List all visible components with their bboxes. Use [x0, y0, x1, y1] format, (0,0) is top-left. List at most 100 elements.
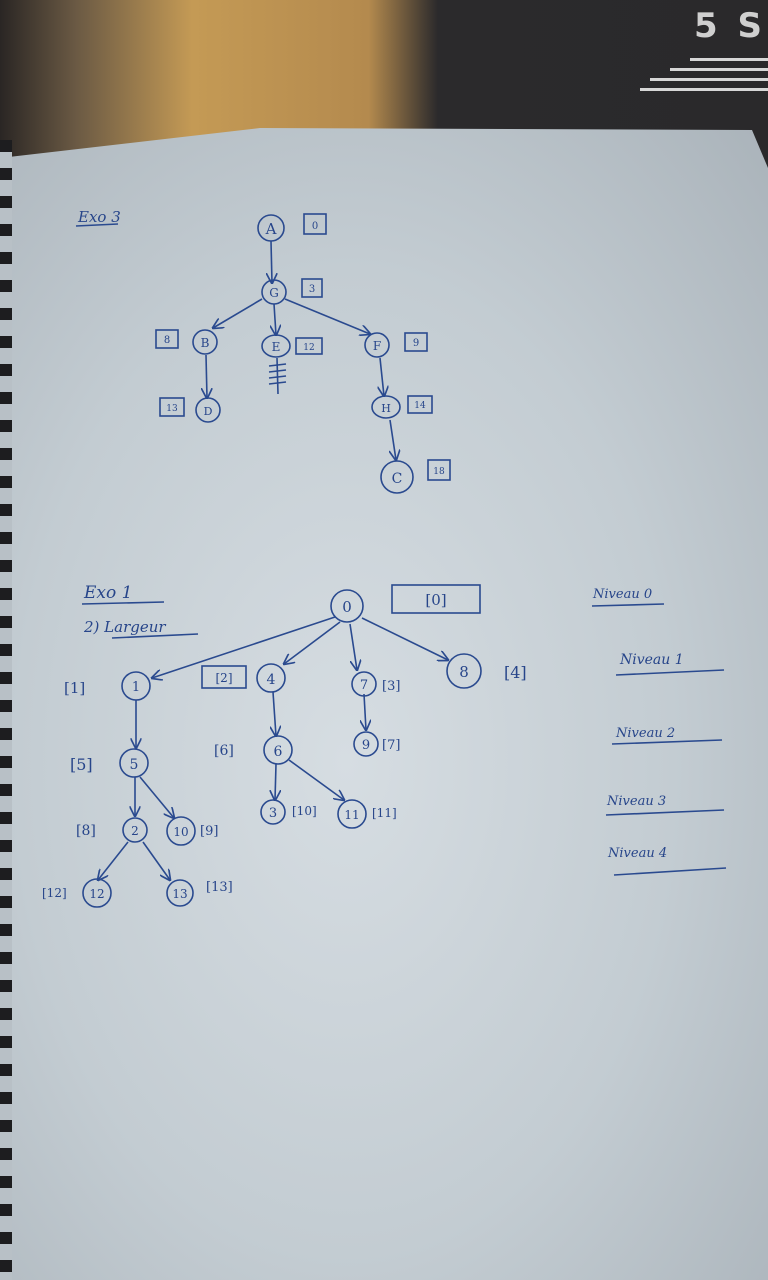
level-text: Niveau 2 — [615, 726, 675, 741]
box-stripe — [670, 68, 768, 71]
node-label: 12 — [89, 887, 104, 901]
node-label: 7 — [360, 678, 368, 693]
underline — [81, 601, 165, 605]
node-label: 6 — [274, 744, 283, 760]
node-cost: 0 — [312, 221, 318, 232]
exo3-title: Exo 3 — [77, 208, 121, 226]
node-label: H — [381, 402, 391, 415]
exo3-node: D 13 — [159, 397, 221, 423]
exo1-node: 7 [3] — [351, 671, 400, 697]
edge — [206, 354, 207, 398]
notebook-page — [0, 128, 768, 1280]
edge — [288, 759, 344, 800]
edge — [98, 841, 129, 880]
exo1-title: Exo 1 — [83, 583, 132, 603]
level-text: Niveau 0 — [592, 587, 652, 602]
node-order: [11] — [372, 806, 397, 820]
node-cost: 14 — [414, 401, 426, 411]
exo3-node: E 12 — [261, 334, 323, 358]
underline — [615, 669, 725, 676]
edge — [274, 303, 276, 335]
edge — [271, 240, 272, 283]
level-text: Niveau 4 — [607, 846, 667, 861]
edge — [390, 419, 396, 460]
exo3-node: C 18 — [380, 459, 451, 494]
node-order: [9] — [200, 824, 218, 839]
node-cost: 13 — [166, 404, 178, 414]
level-label: Niveau 4 — [607, 846, 727, 876]
node-order: [13] — [206, 880, 233, 895]
exo1-node: 11 [11] — [337, 799, 397, 829]
node-label: F — [373, 339, 381, 353]
box-stripe — [640, 88, 768, 91]
spiral-binding — [0, 140, 12, 1280]
node-order: [8] — [76, 823, 96, 839]
edge — [361, 617, 448, 660]
node-label: A — [265, 220, 277, 238]
edge — [273, 691, 276, 736]
node-order: [7] — [382, 738, 400, 753]
exo1-node: 13 [13] — [166, 879, 233, 907]
underline — [111, 633, 199, 639]
edge — [142, 841, 170, 880]
node-cost: 9 — [413, 338, 419, 349]
edge — [364, 693, 366, 730]
node-order: [2] — [216, 671, 233, 685]
exo1-node: 12 [12] — [42, 878, 112, 908]
exo3-node: G 3 — [261, 278, 323, 305]
node-label: 5 — [130, 757, 139, 773]
node-label: E — [272, 340, 281, 354]
underline — [75, 223, 119, 227]
level-label: Niveau 3 — [605, 794, 725, 816]
node-order: [10] — [292, 804, 317, 818]
underline — [605, 809, 725, 816]
underline — [591, 603, 665, 607]
box-stripe — [690, 58, 768, 61]
node-label: 0 — [342, 598, 352, 616]
node-label: 8 — [459, 663, 469, 681]
exo1-node: 4 [2] — [201, 663, 286, 693]
node-order: [1] — [64, 679, 85, 697]
node-label: 9 — [362, 738, 370, 753]
node-label: 11 — [344, 808, 359, 822]
node-cost: 12 — [303, 343, 314, 353]
node-cost: 3 — [309, 284, 315, 295]
level-label: Niveau 1 — [615, 652, 725, 676]
node-label: C — [392, 471, 403, 487]
exo3-node: A 0 — [257, 213, 327, 242]
exo1-node: 2 [8] — [76, 817, 148, 843]
exo1-node: 1 [1] — [64, 671, 151, 701]
edge — [284, 621, 341, 664]
node-order: [0] — [425, 591, 446, 609]
underline — [613, 867, 727, 876]
box-label: 5 S — [694, 6, 766, 46]
level-label: Niveau 0 — [591, 587, 665, 607]
exo1-subtitle: 2) Largeur — [83, 618, 166, 636]
exo1-node: 6 [6] — [214, 735, 293, 765]
node-order: [3] — [382, 679, 400, 694]
node-label: G — [269, 286, 279, 300]
edge — [213, 298, 263, 328]
node-order: [12] — [42, 886, 67, 900]
edge — [380, 357, 384, 396]
node-label: 1 — [132, 680, 140, 695]
dead-end-mark — [268, 357, 287, 395]
exo3-node: B 8 — [155, 329, 218, 355]
node-label: 4 — [267, 672, 276, 688]
exo1-node: 3 [10] — [260, 799, 317, 825]
box-stripe — [650, 78, 768, 81]
node-label: 13 — [172, 887, 187, 901]
exo3-node: F 9 — [364, 332, 428, 358]
edge — [284, 298, 370, 334]
node-label: 10 — [173, 825, 188, 839]
edge — [152, 616, 336, 678]
edge — [139, 776, 174, 818]
exo1-node: 10 [9] — [166, 816, 218, 846]
exo1-node: 5 [5] — [70, 748, 149, 778]
level-text: Niveau 3 — [606, 794, 666, 809]
exo1-node: 8 [4] — [446, 653, 527, 689]
node-cost: 8 — [164, 335, 170, 346]
node-order: [4] — [504, 663, 527, 682]
node-order: [5] — [70, 755, 93, 774]
